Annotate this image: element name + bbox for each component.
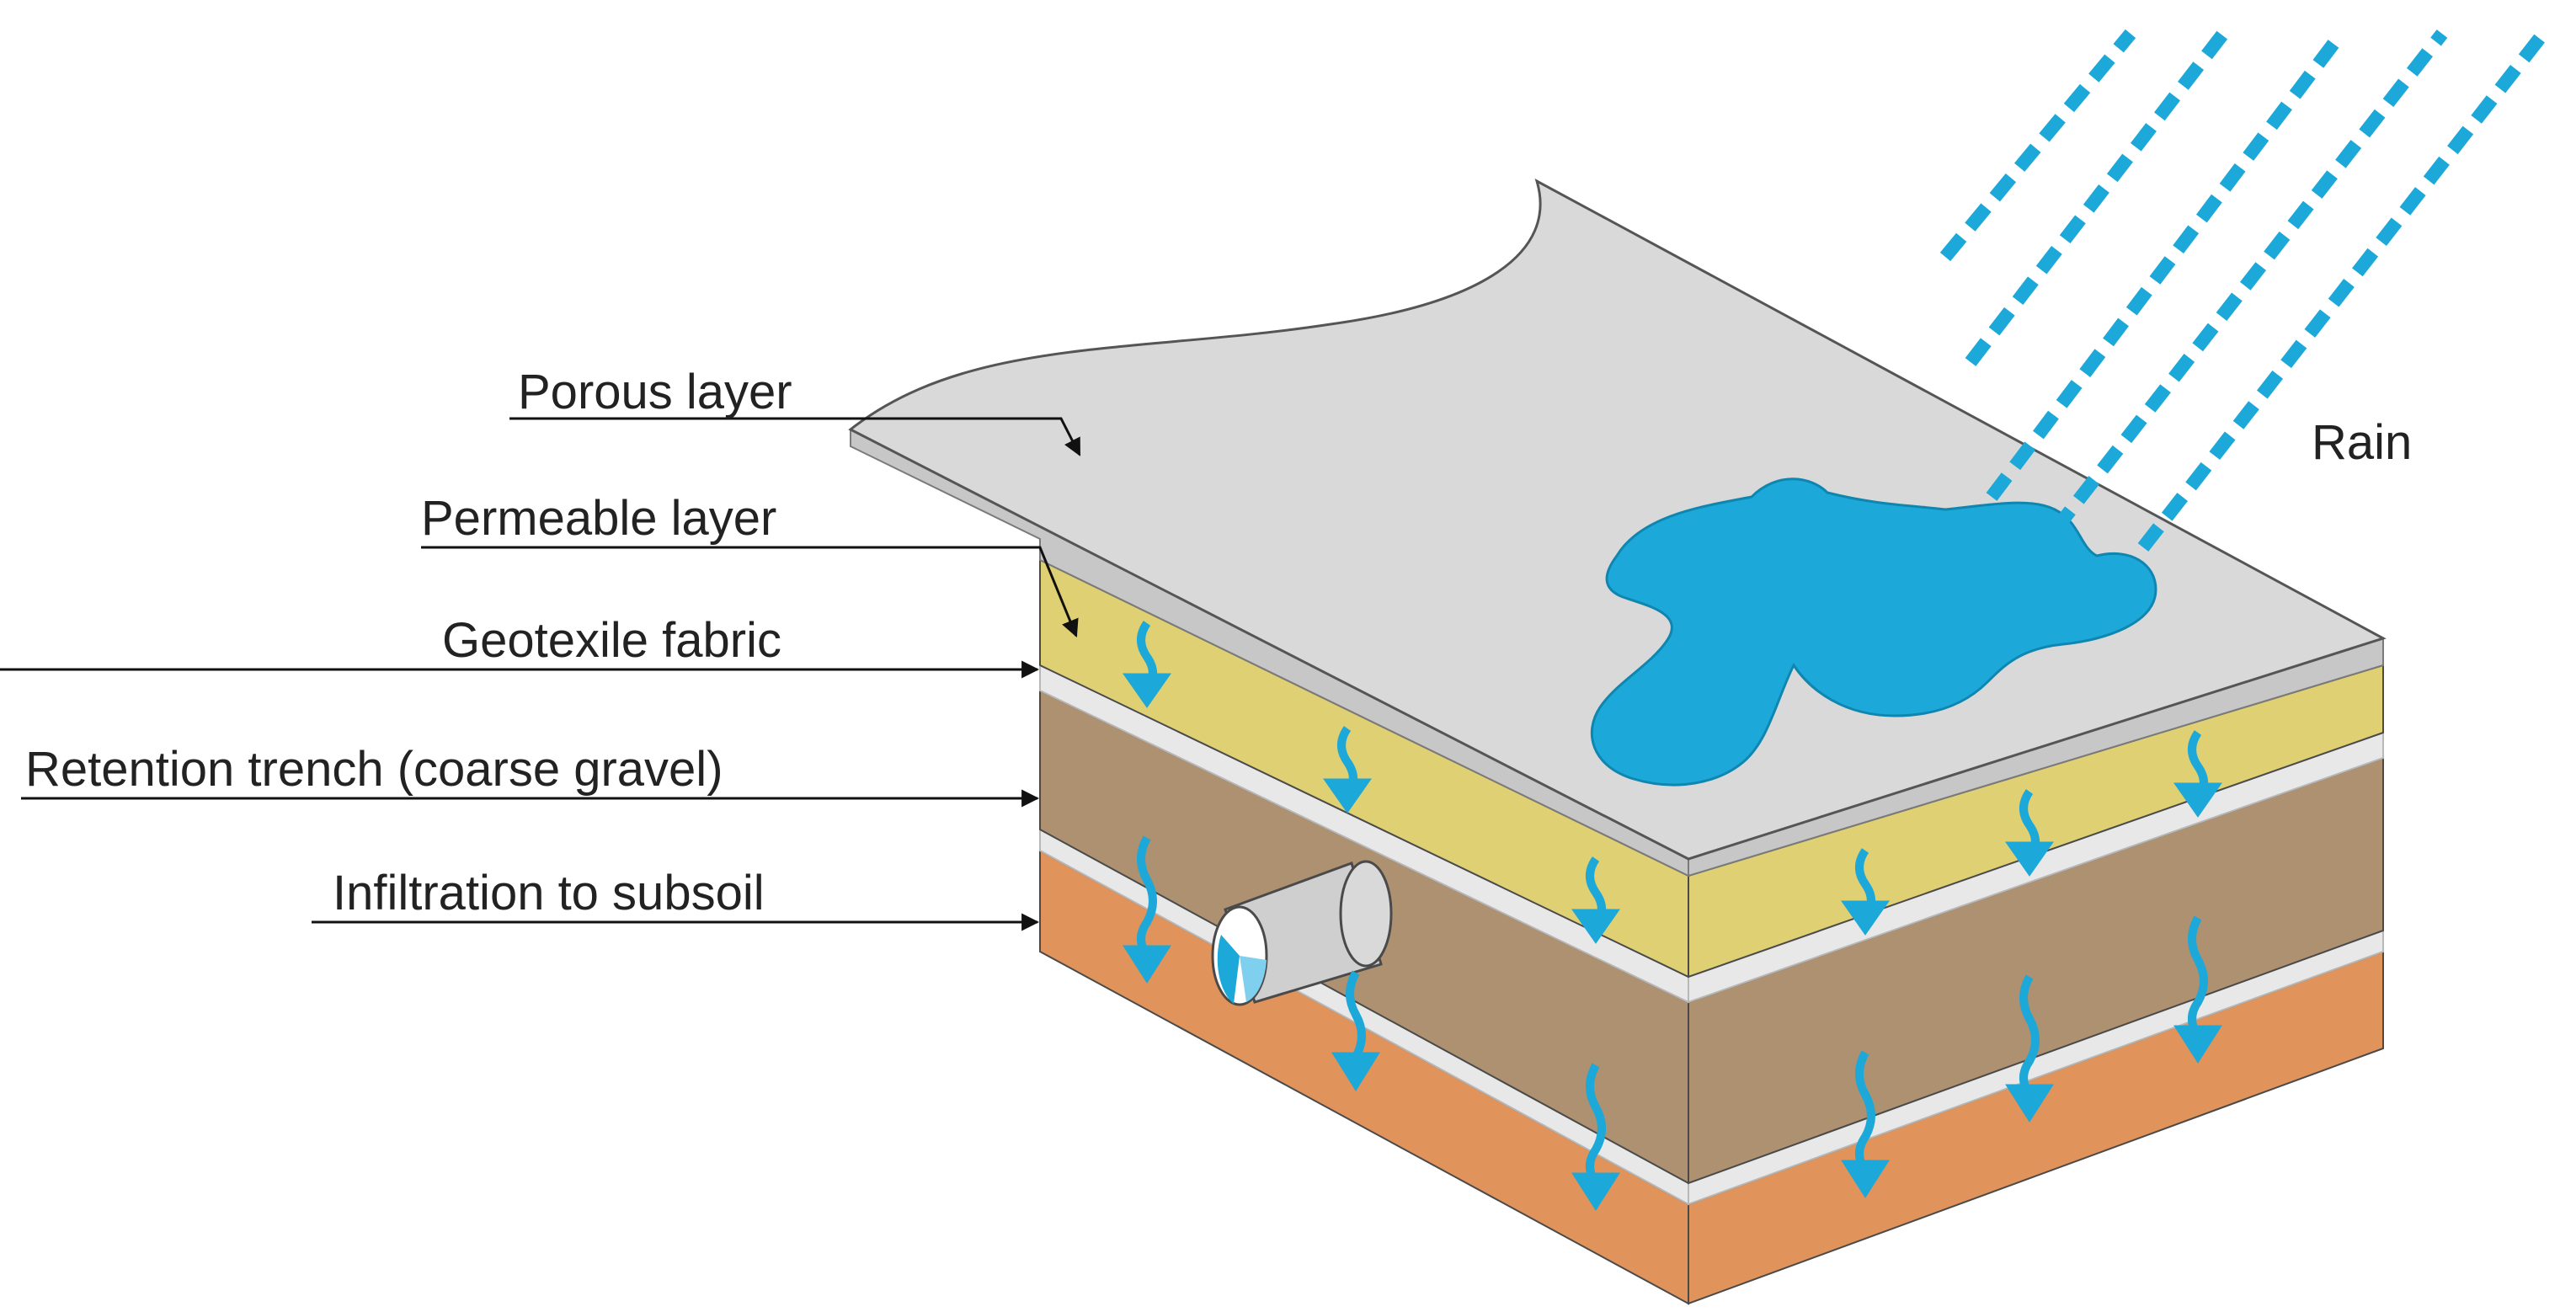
- label-permeable-layer: Permeable layer: [421, 491, 776, 546]
- rain-line-icon: [2137, 29, 2549, 552]
- wavy-down-arrow-icon: [1123, 621, 1171, 708]
- leader-lines: [0, 417, 1081, 931]
- label-porous-layer: Porous layer: [518, 365, 792, 419]
- porous-layer-top: [848, 178, 2387, 861]
- rain-line-icon: [1939, 29, 2136, 262]
- drain-pipe-icon: [1211, 860, 1393, 1006]
- wavy-down-arrow-icon: [1571, 856, 1620, 944]
- wavy-down-arrow-icon: [1331, 970, 1380, 1091]
- wavy-down-arrow-icon: [1123, 835, 1171, 984]
- wavy-down-arrow-icon: [2005, 789, 2054, 877]
- wavy-down-arrow-icon: [1841, 1050, 1890, 1198]
- rain-lines: [1939, 29, 2549, 552]
- label-rain: Rain: [2312, 415, 2412, 470]
- label-infiltration: Infiltration to subsoil: [333, 866, 765, 920]
- rain-line-icon: [2049, 29, 2448, 535]
- wavy-down-arrow-icon: [2005, 974, 2054, 1123]
- rain-line-icon: [1965, 29, 2229, 366]
- wavy-down-arrow-icon: [2173, 730, 2222, 818]
- label-retention-trench: Retention trench (coarse gravel): [25, 742, 723, 797]
- wavy-down-arrow-icon: [1841, 848, 1890, 936]
- wavy-down-arrow-icon: [1323, 726, 1372, 813]
- rain-line-icon: [1986, 29, 2347, 501]
- wavy-down-arrow-icon: [2173, 915, 2222, 1064]
- wavy-down-arrow-icon: [1571, 1063, 1620, 1211]
- leader-permeable: [421, 546, 1079, 637]
- water-puddle: [1590, 477, 2157, 787]
- leader-porous: [509, 417, 1081, 456]
- flow-arrows: [1123, 621, 2222, 1211]
- label-geotextile-fabric: Geotexile fabric: [442, 613, 781, 668]
